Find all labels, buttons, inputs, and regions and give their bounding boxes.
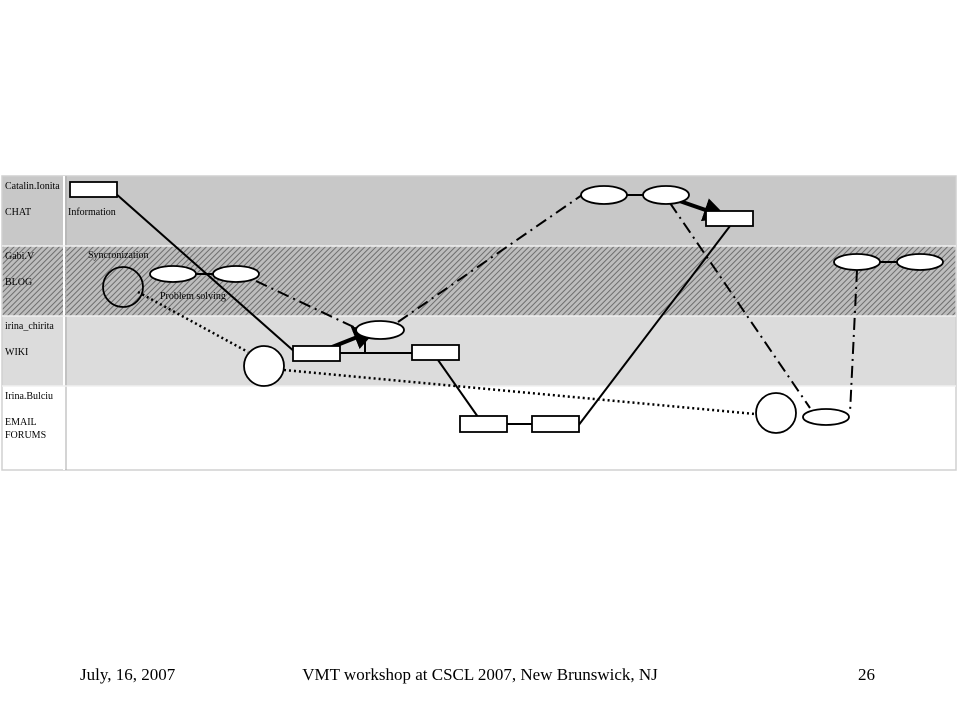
dashdot-connector [669,202,811,409]
ellipse-node [580,185,628,205]
lane-tool-label: EMAIL [5,417,37,428]
rect-node [292,345,341,362]
ellipse-node [149,265,197,283]
dashdot-connector [397,194,583,323]
footer-page-number: 26 [858,665,875,684]
lane-tool-label: WIKI [5,347,28,358]
ellipse-node [896,253,944,271]
circle-node [102,266,144,308]
lane-tool-label: CHAT [5,207,31,218]
rect-node [531,415,580,433]
dotted-connector [137,290,249,354]
lane-labels: Catalin.Ionita CHAT Gabi.V BLOG irina_ch… [5,181,60,441]
ellipse-node [212,265,260,283]
footer-title: VMT workshop at CSCL 2007, New Brunswick… [302,665,658,684]
swimlanes [1,175,957,471]
rect-node [411,344,460,361]
circle-node [243,345,285,387]
lane-wiki-bg [2,316,956,386]
circle-node [755,392,797,434]
lane-user-label: irina_chirita [5,321,54,332]
lane-tool-label: BLOG [5,277,32,288]
footer-date: July, 16, 2007 [80,665,176,684]
solid-connector [437,359,479,418]
ellipse-node [642,185,690,205]
ellipse-node [833,253,881,271]
dotted-connector [283,368,756,416]
annotation-information: Information [68,207,116,218]
lane-user-label: Catalin.Ionita [5,181,60,192]
annotation-synchronization: Syncronization [88,250,149,261]
rect-node [459,415,508,433]
ellipse-node [355,320,405,340]
rect-node [705,210,754,227]
lane-user-label: Gabi.V [5,251,35,262]
ellipse-node [802,408,850,426]
annotation-problem-solving: Problem solving [160,291,226,302]
rect-node [69,181,118,198]
annotations: Information Syncronization Problem solvi… [68,207,226,302]
lane-chat-bg [2,176,956,246]
lane-user-label: Irina.Bulciu [5,391,53,402]
nodes [69,181,944,434]
lane-tool-label: FORUMS [5,430,46,441]
solid-connector [577,225,731,427]
lanes-border [1,175,957,471]
dashdot-connector [255,280,361,331]
